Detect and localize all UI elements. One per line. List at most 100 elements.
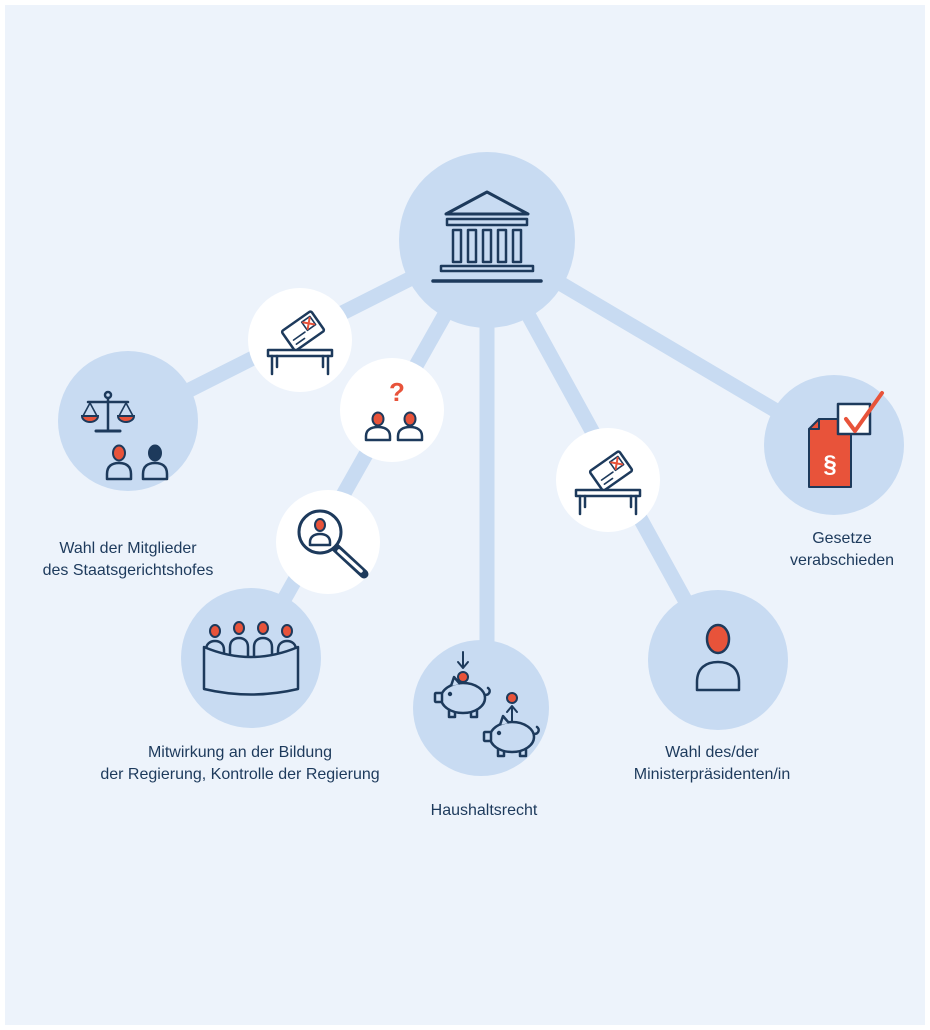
person-head [371, 411, 385, 427]
arrow-up-icon [506, 705, 518, 722]
ballot-box-icon [266, 310, 334, 376]
section-sign-glyph: § [823, 451, 836, 478]
scales-icon [80, 390, 136, 433]
piggy-bank [482, 714, 540, 758]
ballot-mark-box [300, 315, 317, 332]
center-node [399, 152, 575, 328]
magnifier-handle-inner [337, 549, 363, 573]
piggy-bank [433, 675, 491, 719]
ballot-table-top [574, 488, 642, 498]
node-label-line: Mitwirkung an der Bildung [148, 744, 332, 761]
person-head [257, 621, 269, 635]
government-table-icon [202, 621, 300, 696]
piggy-bank-icon [433, 651, 540, 758]
pig-body [439, 681, 487, 715]
coin-icon [506, 692, 518, 704]
node-regierung: Mitwirkung an der Bildung der Regierung,… [100, 588, 380, 783]
ballot-mark-box [608, 455, 625, 472]
connector-frage: ? [340, 358, 444, 462]
connector-wahl-links [248, 288, 352, 392]
building-column [451, 228, 463, 264]
center-node-circle [399, 152, 575, 328]
ballot-card [280, 310, 326, 352]
ballot-text-line [292, 331, 306, 341]
pig-tail [532, 725, 540, 736]
person-head [705, 623, 731, 655]
person-icon [105, 444, 133, 481]
arrow-head [506, 705, 518, 713]
person-body [364, 425, 392, 442]
building-column [511, 228, 523, 264]
ballot-box-icon [574, 450, 642, 516]
curved-table [202, 645, 300, 696]
building-roof [444, 190, 530, 216]
node-ministerpraesident: Wahl des/der Ministerpräsidenten/in [634, 590, 791, 783]
person-body [141, 461, 169, 481]
question-mark-glyph: ? [389, 377, 405, 407]
person-head [403, 411, 417, 427]
building-column [481, 228, 493, 264]
person-body [204, 639, 226, 664]
node-ministerpraesident-circle [648, 590, 788, 730]
pig-ear [498, 714, 510, 726]
building-upper-step [439, 264, 535, 273]
person-body [228, 636, 250, 664]
parliament-building-icon [431, 190, 543, 283]
person-icon [141, 444, 169, 481]
person-head [233, 621, 245, 635]
scales-left-pan [80, 415, 100, 423]
person-body [695, 660, 741, 692]
pig-ear [449, 675, 461, 687]
person-head [209, 624, 221, 638]
scales-left-chains [82, 402, 98, 417]
person-head [314, 518, 326, 532]
ballot-cross-mark [610, 456, 624, 470]
building-column [466, 228, 478, 264]
node-label-line: Ministerpräsidenten/in [634, 766, 791, 783]
person-head [148, 444, 162, 462]
node-label-line: Wahl des/der [665, 744, 759, 761]
ballot-table-top [266, 348, 334, 358]
ballot-text-line [295, 337, 306, 345]
ballot-card [588, 450, 634, 492]
scales-right-chains [118, 402, 134, 417]
ballot-text-line [603, 477, 614, 485]
checkmark-icon [844, 391, 884, 433]
node-staatsgerichtshof: Wahl der Mitglieder des Staatsgerichtsho… [43, 351, 214, 579]
building-column [496, 228, 508, 264]
pig-tail [483, 686, 491, 697]
person-head [281, 624, 293, 638]
pig-eye [447, 691, 453, 697]
node-label-line: verabschieden [790, 552, 894, 569]
arrow-head [457, 661, 469, 669]
person-body [105, 461, 133, 481]
node-label-line: der Regierung, Kontrolle der Regierung [100, 766, 379, 783]
law-document-check-icon: § [808, 391, 884, 488]
connector-wahl-rechts [556, 428, 660, 532]
pig-snout [433, 691, 444, 704]
scales-right-pan [116, 415, 136, 423]
building-entablature [445, 217, 529, 227]
magnifier-person-icon [297, 509, 369, 579]
document-folded-corner [808, 418, 820, 430]
node-label-line: Haushaltsrecht [431, 802, 538, 819]
coin-icon [457, 671, 469, 683]
ballot-cross-mark [302, 316, 316, 330]
person-body [252, 636, 274, 664]
person-icon [396, 411, 424, 442]
person-body [396, 425, 424, 442]
person-icon [695, 623, 741, 692]
node-label-line: des Staatsgerichtshofes [43, 562, 214, 579]
person-head [112, 444, 126, 462]
person-body [276, 639, 298, 664]
scales-and-people-icon [80, 390, 169, 481]
question-people-icon: ? [364, 377, 424, 442]
person-icon [364, 411, 392, 442]
connector-circle [340, 358, 444, 462]
node-label-line: Wahl der Mitglieder [59, 540, 197, 557]
arrow-down-icon [457, 651, 469, 669]
ballot-table-legs [578, 494, 638, 516]
node-label-line: Gesetze [812, 530, 872, 547]
pig-snout [482, 730, 493, 743]
